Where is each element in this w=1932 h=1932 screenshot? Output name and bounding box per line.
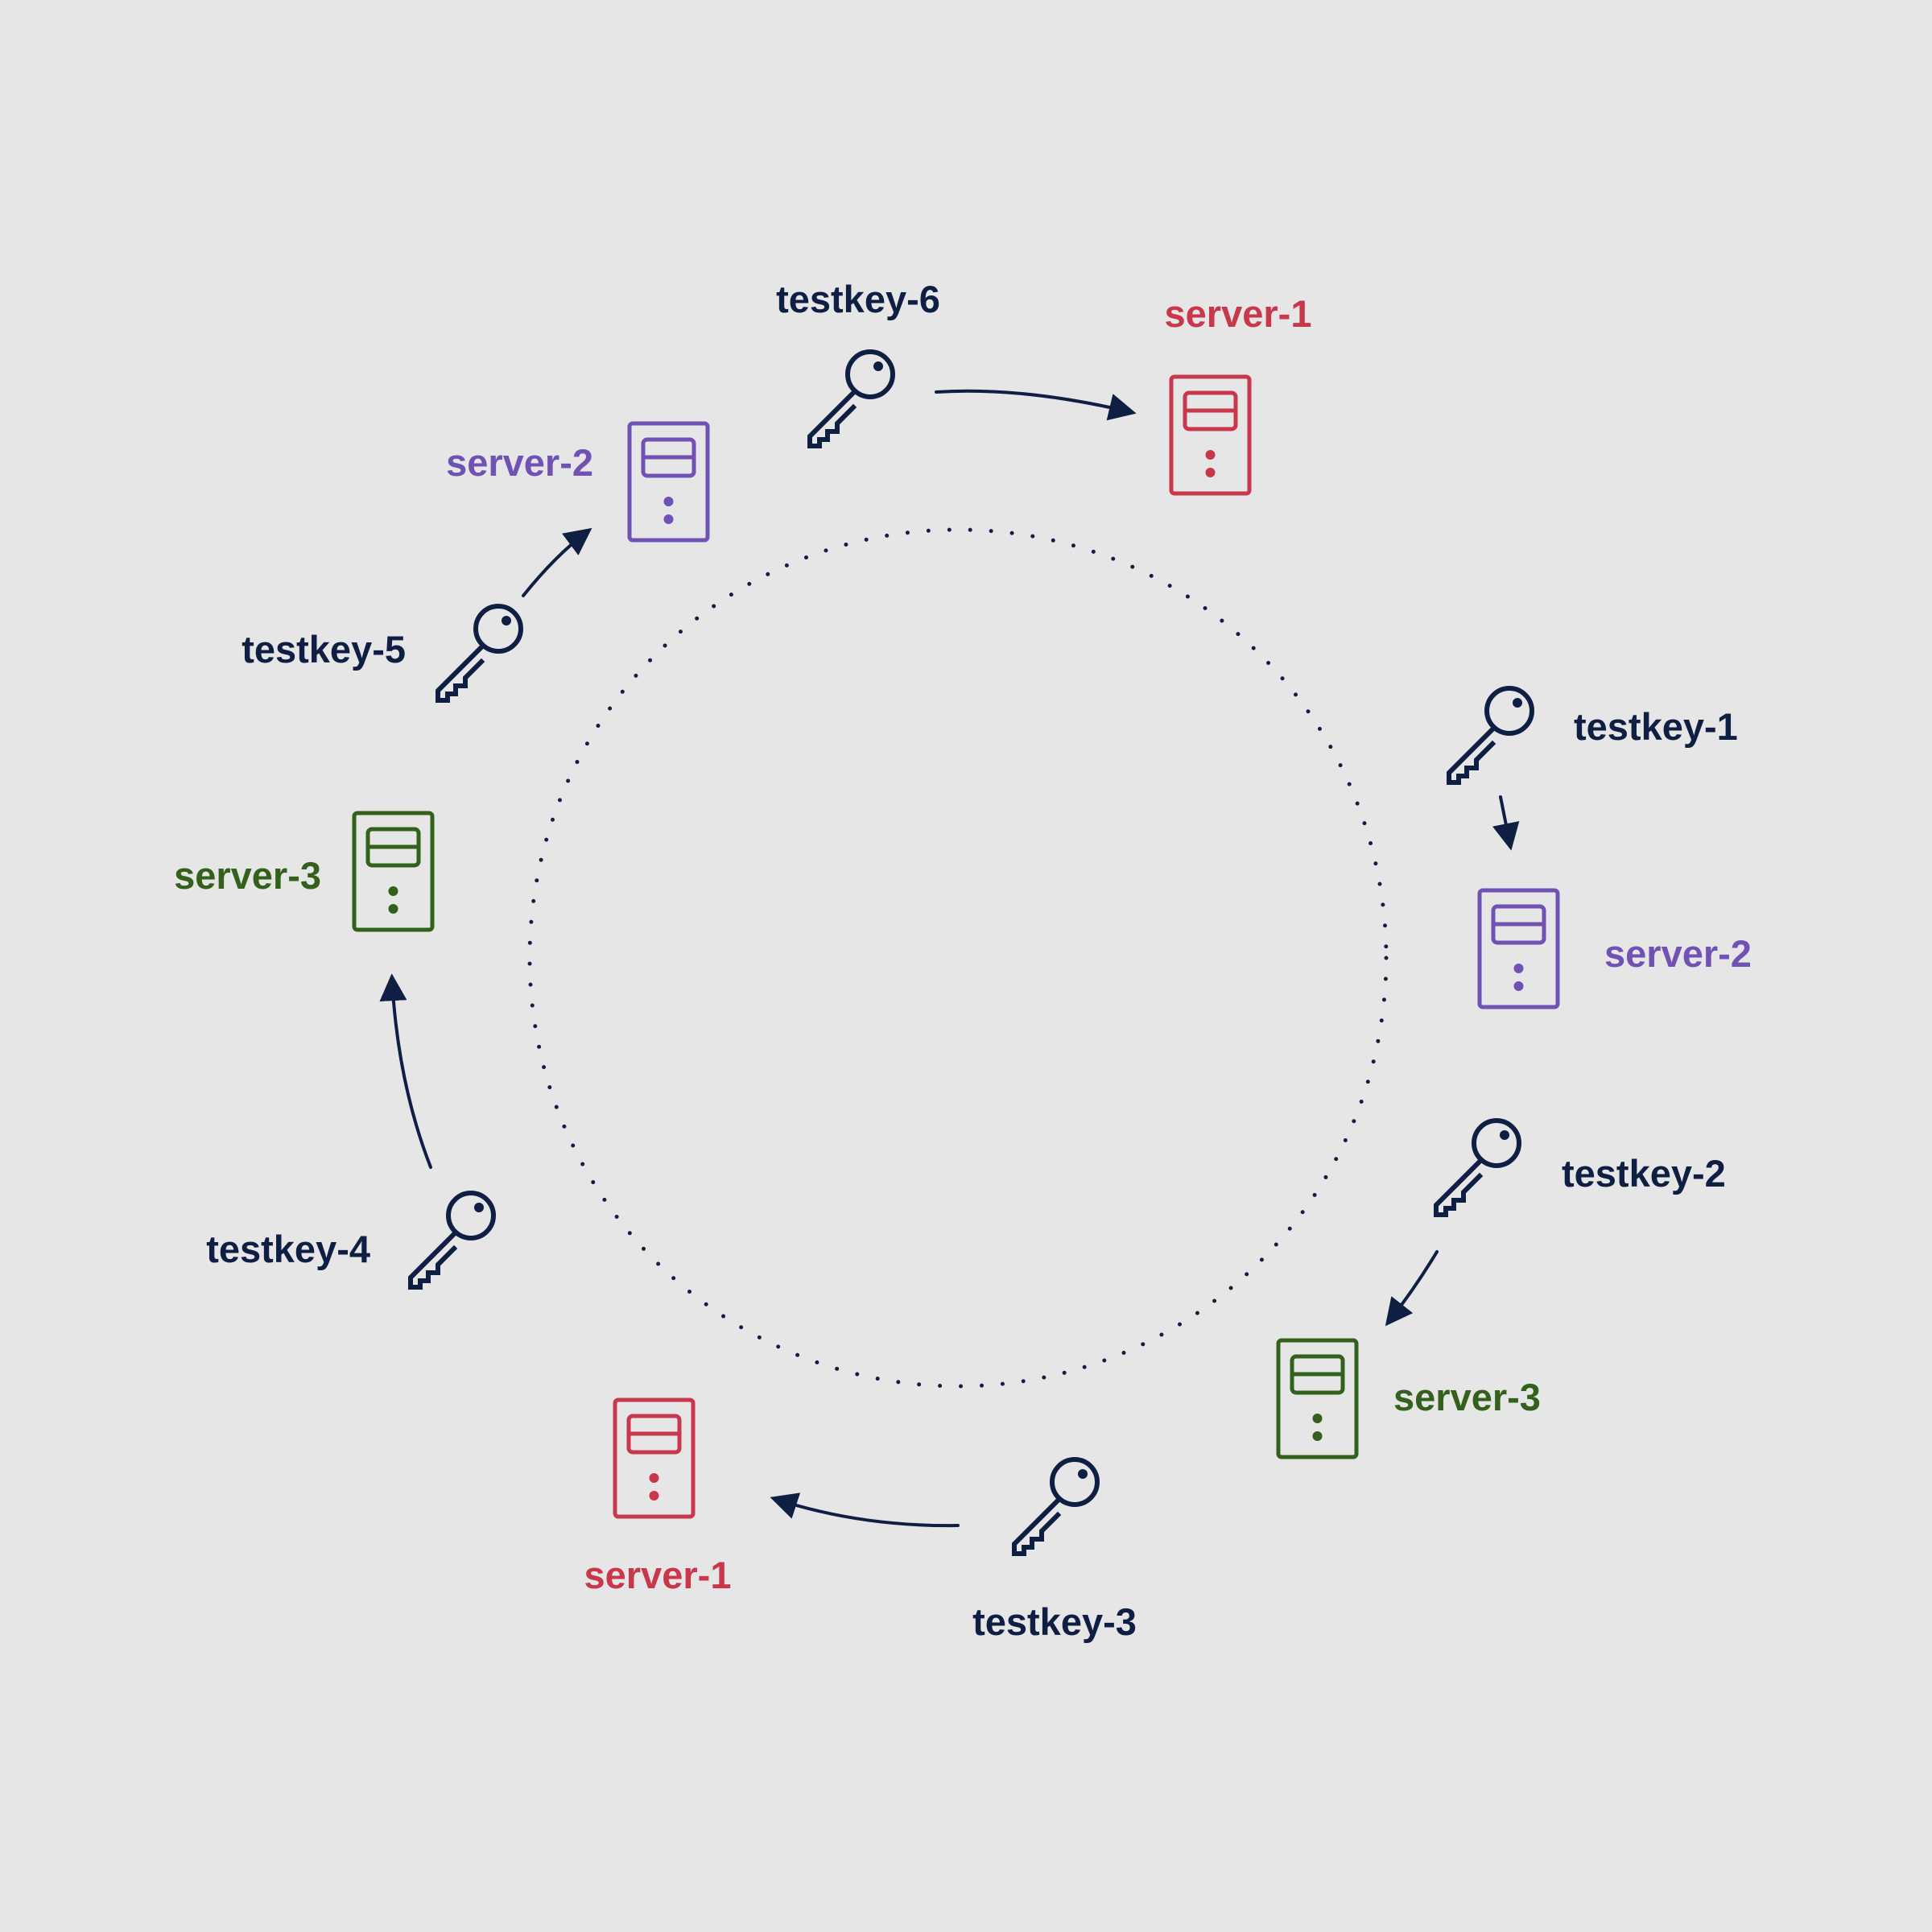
server-icon bbox=[1276, 1338, 1359, 1459]
arrow-testkey-3-to-server-1 bbox=[770, 1492, 960, 1528]
server-icon bbox=[613, 1397, 696, 1519]
key-icon bbox=[1012, 1457, 1100, 1556]
key-icon bbox=[1447, 686, 1534, 785]
key-label-testkey-2: testkey-2 bbox=[1562, 1152, 1726, 1195]
server-label-server-3-left: server-3 bbox=[174, 854, 321, 897]
key-label-testkey-5: testkey-5 bbox=[242, 628, 406, 671]
servers bbox=[352, 374, 1560, 1519]
arrow-testkey-5-to-server-2 bbox=[522, 527, 592, 597]
server-icon bbox=[1169, 374, 1252, 496]
server-icon bbox=[627, 421, 710, 543]
key-label-testkey-6: testkey-6 bbox=[776, 278, 940, 320]
server-label-server-1-top: server-1 bbox=[1165, 292, 1312, 335]
key-icon bbox=[436, 604, 523, 703]
server-icon bbox=[352, 811, 435, 932]
server-label-server-2-right: server-2 bbox=[1604, 932, 1752, 975]
server-label-server-1-bottom: server-1 bbox=[584, 1554, 732, 1596]
arrow-testkey-6-to-server-1 bbox=[935, 389, 1137, 421]
key-icon bbox=[408, 1191, 496, 1290]
arrow-testkey-2-to-server-3 bbox=[1385, 1250, 1439, 1327]
labels: testkey-6 server-1 server-2 testkey-5 te… bbox=[174, 278, 1752, 1643]
assignment-arrows bbox=[379, 389, 1520, 1528]
key-label-testkey-1: testkey-1 bbox=[1574, 705, 1738, 748]
key-icon bbox=[1434, 1118, 1521, 1217]
key-label-testkey-4: testkey-4 bbox=[206, 1228, 370, 1270]
server-label-server-3-right: server-3 bbox=[1393, 1376, 1541, 1418]
server-icon bbox=[1477, 888, 1560, 1009]
key-icon bbox=[807, 349, 895, 448]
keys bbox=[408, 349, 1534, 1556]
hash-ring bbox=[527, 527, 1389, 1389]
key-label-testkey-3: testkey-3 bbox=[972, 1600, 1137, 1643]
server-label-server-2-left: server-2 bbox=[446, 441, 593, 484]
arrow-testkey-1-to-server-2 bbox=[1492, 795, 1520, 851]
arrow-testkey-4-to-server-3 bbox=[379, 973, 432, 1169]
